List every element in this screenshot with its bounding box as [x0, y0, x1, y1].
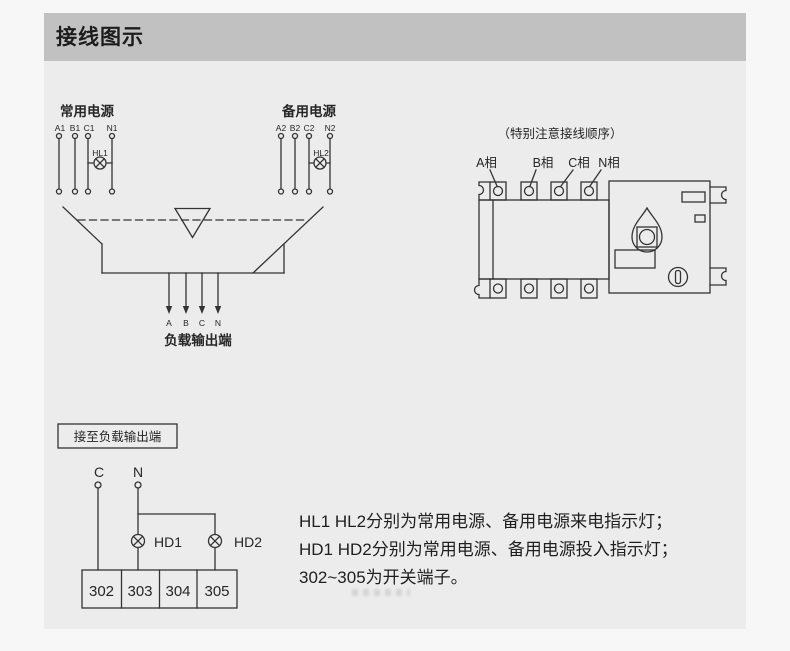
mount-clip-top-left: [478, 181, 491, 201]
terminal-label-c1: C1: [84, 123, 95, 133]
lamp-hd2-icon: HD2: [207, 533, 262, 550]
lamp-hl2-label: HL2: [313, 148, 329, 158]
note-line-1: HL1 HL2分别为常用电源、备用电源来电指示灯；: [299, 512, 673, 531]
header-band: 接线图示: [44, 13, 746, 61]
lamp-hl1-label: HL1: [92, 148, 108, 158]
phase-label-a: A相: [476, 156, 497, 170]
normal-power-title: 常用电源: [60, 103, 114, 119]
normal-power-group: 常用电源 A1 B1 C1 N1 HL1: [55, 103, 118, 195]
lamp-hl1-icon: HL1: [87, 148, 113, 170]
load-output-ref-box: 接至负载输出端: [57, 423, 178, 449]
wire-label-n: N: [133, 464, 143, 480]
ats-device-diagram: （特别注意接线顺序） A相 B相 C相 N相: [473, 126, 727, 299]
wire-label-c: C: [94, 464, 104, 480]
indicator-window: [694, 214, 706, 223]
notes-text: HL1 HL2分别为常用电源、备用电源来电指示灯； HD1 HD2分别为常用电源…: [299, 508, 749, 592]
main-wiring-diagram: 常用电源 A1 B1 C1 N1 HL1 备用电源 A2 B2 C2: [55, 103, 337, 348]
terminal-label-a1: A1: [55, 123, 66, 133]
wire-c-group: C: [94, 464, 104, 571]
terminal-label-c2: C2: [304, 123, 315, 133]
output-label-n: N: [215, 318, 221, 328]
label-window: [681, 191, 706, 203]
transfer-switch-symbol: [62, 206, 324, 274]
lamp-hd2-label: HD2: [234, 534, 262, 550]
page-title: 接线图示: [56, 26, 144, 49]
output-label-c: C: [199, 318, 205, 328]
terminal-label-b1: B1: [70, 123, 81, 133]
backup-power-title: 备用电源: [281, 103, 336, 119]
note-line-2: HD1 HD2分别为常用电源、备用电源投入指示灯；: [299, 540, 678, 559]
wiring-order-note: （特别注意接线顺序）: [497, 126, 622, 141]
manual-handle-icon: [667, 266, 689, 288]
terminal-302: 302: [89, 583, 114, 600]
terminal-304: 304: [165, 583, 190, 600]
terminal-303: 303: [127, 583, 152, 600]
load-output-group: A B C N 负载输出端: [164, 272, 232, 348]
watermark-smudge: [352, 589, 410, 596]
mount-clip-bottom-right: [709, 267, 727, 286]
load-output-title: 负载输出端: [164, 332, 232, 348]
phase-labels-group: A相 B相 C相 N相: [476, 156, 620, 187]
mount-clip-bottom-left: [473, 278, 491, 299]
backup-power-group: 备用电源 A2 B2 C2 N2 HL2: [276, 103, 336, 195]
wire-n-group: N: [133, 464, 216, 571]
note-line-3: 302~305为开关端子。: [299, 568, 468, 587]
terminal-label-a2: A2: [276, 123, 287, 133]
terminal-label-n2: N2: [325, 123, 336, 133]
phase-label-b: B相: [533, 156, 554, 170]
phase-label-c: C相: [568, 156, 590, 170]
terminal-label-b2: B2: [290, 123, 301, 133]
ats-device-body: [473, 180, 727, 299]
nameplate-window: [614, 249, 656, 269]
terminal-305: 305: [204, 583, 229, 600]
load-output-ref-label: 接至负载输出端: [74, 429, 162, 444]
lamp-hd1-icon: HD1: [130, 533, 182, 550]
terminal-label-n1: N1: [107, 123, 118, 133]
lamp-hl2-icon: HL2: [308, 148, 331, 170]
output-label-a: A: [166, 318, 172, 328]
indicator-circuit-diagram: 接至负载输出端 C N HD1 HD2: [57, 423, 262, 609]
lamp-hd1-label: HD1: [154, 534, 182, 550]
switch-terminal-strip: 302 303 304 305: [81, 569, 238, 609]
content-panel: [44, 61, 746, 629]
phase-label-n: N相: [598, 156, 620, 170]
mount-clip-top-right: [709, 186, 727, 204]
output-label-b: B: [183, 318, 189, 328]
padlock-seal-icon: [631, 206, 663, 253]
